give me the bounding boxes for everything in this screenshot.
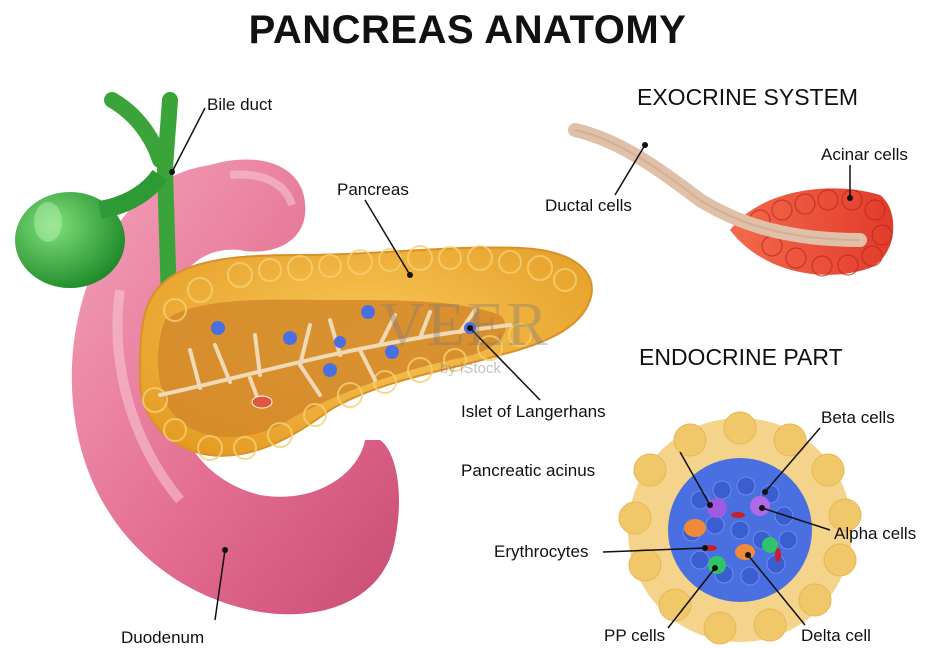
label-erythrocytes: Erythrocytes [494, 542, 588, 562]
label-acinar-cells: Acinar cells [821, 145, 908, 165]
label-duodenum: Duodenum [121, 628, 204, 648]
label-pancreatic-acinus: Pancreatic acinus [461, 461, 595, 481]
label-islet: Islet of Langerhans [461, 402, 606, 422]
label-delta-cell: Delta cell [801, 626, 871, 646]
label-ductal-cells: Ductal cells [545, 196, 632, 216]
endocrine-title: ENDOCRINE PART [639, 344, 843, 371]
watermark-text: VEER [380, 290, 550, 361]
exocrine-title: EXOCRINE SYSTEM [637, 84, 858, 111]
label-bile-duct: Bile duct [207, 95, 272, 115]
label-pp-cells: PP cells [604, 626, 665, 646]
label-alpha-cells: Alpha cells [834, 524, 916, 544]
watermark-subtext: by iStock [440, 360, 501, 377]
label-pancreas: Pancreas [337, 180, 409, 200]
label-beta-cells: Beta cells [821, 408, 895, 428]
